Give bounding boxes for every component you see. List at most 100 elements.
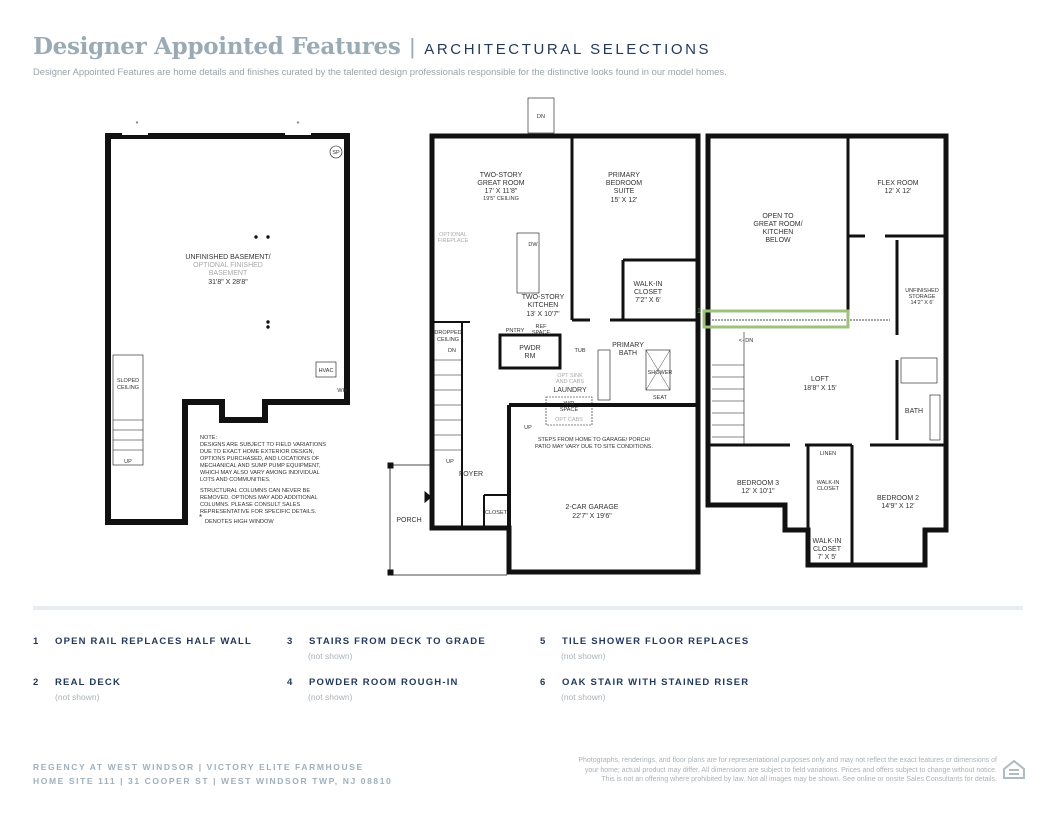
stairs-dn-label: <- DN: [739, 338, 754, 344]
walk-in-closet-label: CLOSET: [634, 289, 663, 296]
basement-room-title: UNFINISHED BASEMENT/: [185, 254, 270, 261]
basement-option: OPTIONAL FINISHED: [193, 262, 263, 269]
walk-in-closet-label: CLOSET: [817, 486, 840, 492]
stairs-up-label: UP: [446, 459, 454, 465]
title-section: ARCHITECTURAL SELECTIONS: [424, 41, 712, 58]
garage-dims: 22'7" X 19'6": [572, 513, 612, 520]
primary-bedroom-label: PRIMARY: [608, 172, 640, 179]
title-main: Designer Appointed Features: [33, 33, 401, 60]
open-to-below-label: BELOW: [765, 237, 791, 244]
fireplace-label: FIREPLACE: [438, 238, 469, 244]
svg-text:REMOVED. OPTIONS MAY ADD ADDIT: REMOVED. OPTIONS MAY ADD ADDITIONAL: [200, 495, 318, 501]
opt-sink-label: AND CABS: [556, 379, 584, 385]
open-rail-highlight: [702, 309, 850, 329]
steps-note: PATIO MAY VARY DUE TO SITE CONDITIONS.: [535, 444, 653, 450]
address-line: HOME SITE 111 | 31 COOPER ST | WEST WIND…: [33, 776, 393, 786]
flex-room-label: FLEX ROOM: [877, 180, 918, 187]
linen-label: LINEN: [820, 451, 836, 457]
wd-space-label: W/D: [564, 401, 575, 407]
disclaimer-line: Photographs, renderings, and floor plans…: [578, 757, 997, 764]
wd-space-label: SPACE: [560, 407, 579, 413]
laundry-label: LAUNDRY: [553, 387, 587, 394]
kitchen-dims: 13' X 10'7": [526, 311, 560, 318]
loft-dims: 18'8" X 15': [803, 385, 836, 392]
storage-label: UNFINISHED: [905, 288, 939, 294]
great-room-label: GREAT ROOM: [477, 180, 524, 187]
walk-in-closet-label: WALK-IN: [813, 538, 842, 545]
loft-label: LOFT: [811, 376, 830, 383]
powder-room-label: RM: [525, 353, 536, 360]
shower-label: SHOWER: [648, 370, 673, 376]
equal-housing-icon: [1003, 759, 1025, 779]
fireplace-label: OPTIONAL: [439, 232, 467, 238]
feature-note: (not shown): [308, 651, 353, 661]
svg-text:LOTS AND COMMUNITIES.: LOTS AND COMMUNITIES.: [200, 477, 271, 483]
community-info: REGENCY AT WEST WINDSOR | VICTORY ELITE …: [33, 760, 392, 788]
walk-in-closet-label: CLOSET: [813, 546, 842, 553]
garage-up-label: UP: [524, 425, 532, 431]
storage-dims: 14'2" X 6': [910, 300, 933, 306]
svg-text:DUE TO EXACT HOME EXTERIOR DES: DUE TO EXACT HOME EXTERIOR DESIGN,: [200, 449, 315, 455]
open-to-below-label: OPEN TO: [762, 213, 794, 220]
disclaimer-line: This is not an offering where prohibited…: [601, 776, 997, 783]
svg-text:DESIGNS ARE SUBJECT TO FIELD V: DESIGNS ARE SUBJECT TO FIELD VARIATIONS: [200, 442, 326, 448]
svg-text:*: *: [199, 513, 202, 522]
bedroom-2-dims: 14'9" X 12': [881, 503, 914, 510]
main-floor-plan: [387, 97, 701, 576]
water-heater-label: WH: [337, 388, 346, 394]
primary-bath-label: PRIMARY: [612, 342, 644, 349]
basement-dims: 31'8" X 28'8": [208, 279, 248, 286]
feature-note: (not shown): [308, 692, 353, 702]
bedroom-3-dims: 12' X 10'1": [741, 488, 775, 495]
svg-text:OPTIONS PURCHASED, AND LOCATIO: OPTIONS PURCHASED, AND LOCATIONS OF: [200, 456, 320, 462]
feature-note: (not shown): [561, 692, 606, 702]
ref-space-label: SPACE: [532, 330, 551, 336]
section-divider: [33, 606, 1023, 610]
opt-sink-label: OPT SINK: [557, 373, 583, 379]
flex-room-dims: 12' X 12': [885, 188, 912, 195]
walk-in-closet-dims: 7' X 5': [817, 554, 836, 561]
svg-text:MECHANICAL AND SUMP PUMP EQUIP: MECHANICAL AND SUMP PUMP EQUIPMENT,: [200, 463, 321, 469]
stairs-dn-label: DN: [448, 348, 456, 354]
feature-note: (not shown): [55, 692, 100, 702]
opt-cabs-label: OPT CABS: [555, 417, 583, 423]
open-to-below-label: GREAT ROOM/: [753, 221, 802, 228]
hvac-label: HVAC: [319, 368, 334, 374]
sump-pump-label: SP: [332, 150, 340, 156]
upper-floor-labels: 1 <- DN OPEN TO GREAT ROOM/ KITCHEN BELO…: [697, 180, 939, 561]
garage-label: 2-CAR GARAGE: [566, 504, 619, 511]
foyer-label: FOYER: [459, 471, 483, 478]
high-window-marker: *: [136, 121, 139, 128]
feature-marker-1: 1: [697, 308, 701, 315]
svg-text:REPRESENTATIVE FOR SPECIFIC DE: REPRESENTATIVE FOR SPECIFIC DETAILS.: [200, 509, 317, 515]
great-room-label: TWO-STORY: [480, 172, 523, 179]
porch-label: PORCH: [396, 517, 421, 524]
feature-note: (not shown): [561, 651, 606, 661]
dropped-ceiling-label: DROPPED: [434, 330, 461, 336]
kitchen-label: KITCHEN: [528, 302, 559, 309]
basement-note: NOTE: DESIGNS ARE SUBJECT TO FIELD VARIA…: [199, 435, 326, 525]
stairs-up-label: UP: [124, 459, 132, 465]
primary-bath-label: BATH: [619, 350, 637, 357]
tub-label: TUB: [575, 348, 586, 354]
bedroom-2-label: BEDROOM 2: [877, 495, 919, 502]
sloped-ceiling-label: CEILING: [117, 385, 139, 391]
svg-text:STRUCTURAL COLUMNS CAN NEVER B: STRUCTURAL COLUMNS CAN NEVER BE: [200, 488, 310, 494]
svg-text:WHICH MAY ALSO VARY AMONG INDI: WHICH MAY ALSO VARY AMONG INDIVIDUAL: [200, 470, 320, 476]
main-floor-labels: DN TWO-STORY GREAT ROOM 17' X 11'8" 19'5…: [396, 114, 672, 524]
walk-in-closet-label: WALK-IN: [817, 480, 840, 486]
basement-option: BASEMENT: [209, 270, 248, 277]
svg-text:COLUMNS. PLEASE CONSULT SALES: COLUMNS. PLEASE CONSULT SALES: [200, 502, 300, 508]
page-title: Designer Appointed Features | ARCHITECTU…: [33, 33, 711, 60]
dishwasher-label: DW: [528, 242, 538, 248]
kitchen-label: TWO-STORY: [522, 294, 565, 301]
open-to-below-label: KITCHEN: [763, 229, 794, 236]
basement-labels: * * SP UNFINISHED BASEMENT/ OPTIONAL FIN…: [117, 121, 347, 525]
walk-in-closet-dims: 7'2" X 6': [635, 297, 660, 304]
